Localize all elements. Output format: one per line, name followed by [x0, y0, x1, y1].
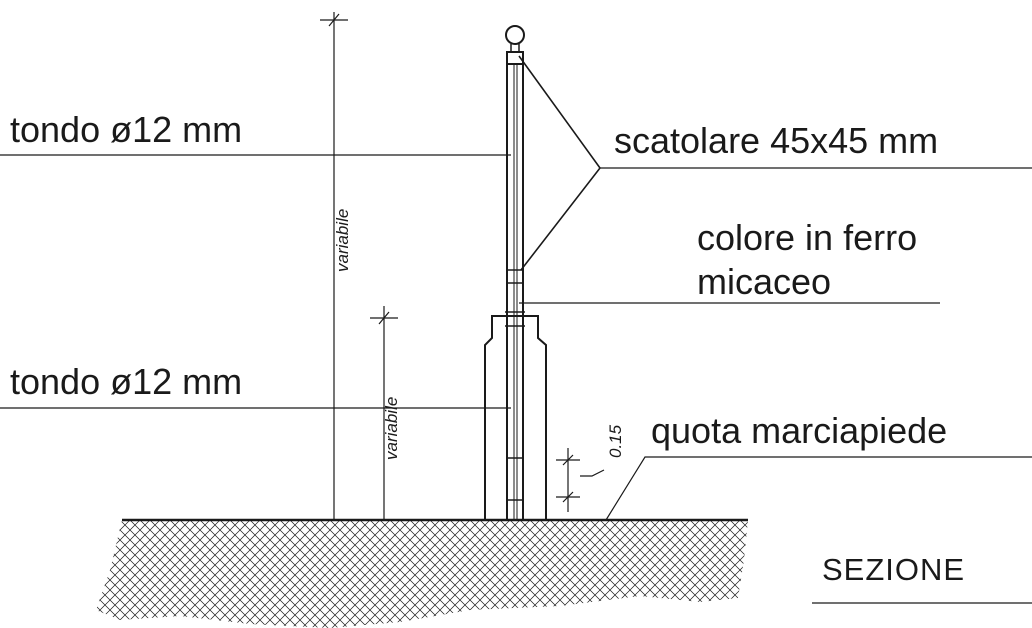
- leader-sidewalk: [605, 456, 1032, 521]
- label-color-line2: micaceo: [697, 261, 831, 302]
- flag-outline: [518, 55, 601, 271]
- label-sidewalk-level: quota marciapiede: [651, 410, 947, 451]
- ground-hatch: [96, 520, 748, 628]
- dim-label-lower-height: variabile: [382, 397, 401, 460]
- label-rod-lower: tondo ø12 mm: [10, 361, 242, 402]
- label-color-line1: colore in ferro: [697, 217, 917, 258]
- label-section-title: SEZIONE: [822, 552, 965, 587]
- dim-label-curb-height: 0.15: [606, 424, 625, 458]
- dim-label-total-height: variabile: [333, 209, 352, 272]
- dimension-total-height: [320, 12, 348, 521]
- dimension-curb-height: [556, 448, 605, 512]
- pole: [505, 25, 525, 520]
- dimension-lower-height: [370, 306, 398, 520]
- label-box-section: scatolare 45x45 mm: [614, 120, 938, 161]
- label-rod-upper: tondo ø12 mm: [10, 109, 242, 150]
- curb-block: [484, 315, 547, 520]
- pole-cap: [506, 51, 524, 65]
- pole-finial: [505, 25, 525, 45]
